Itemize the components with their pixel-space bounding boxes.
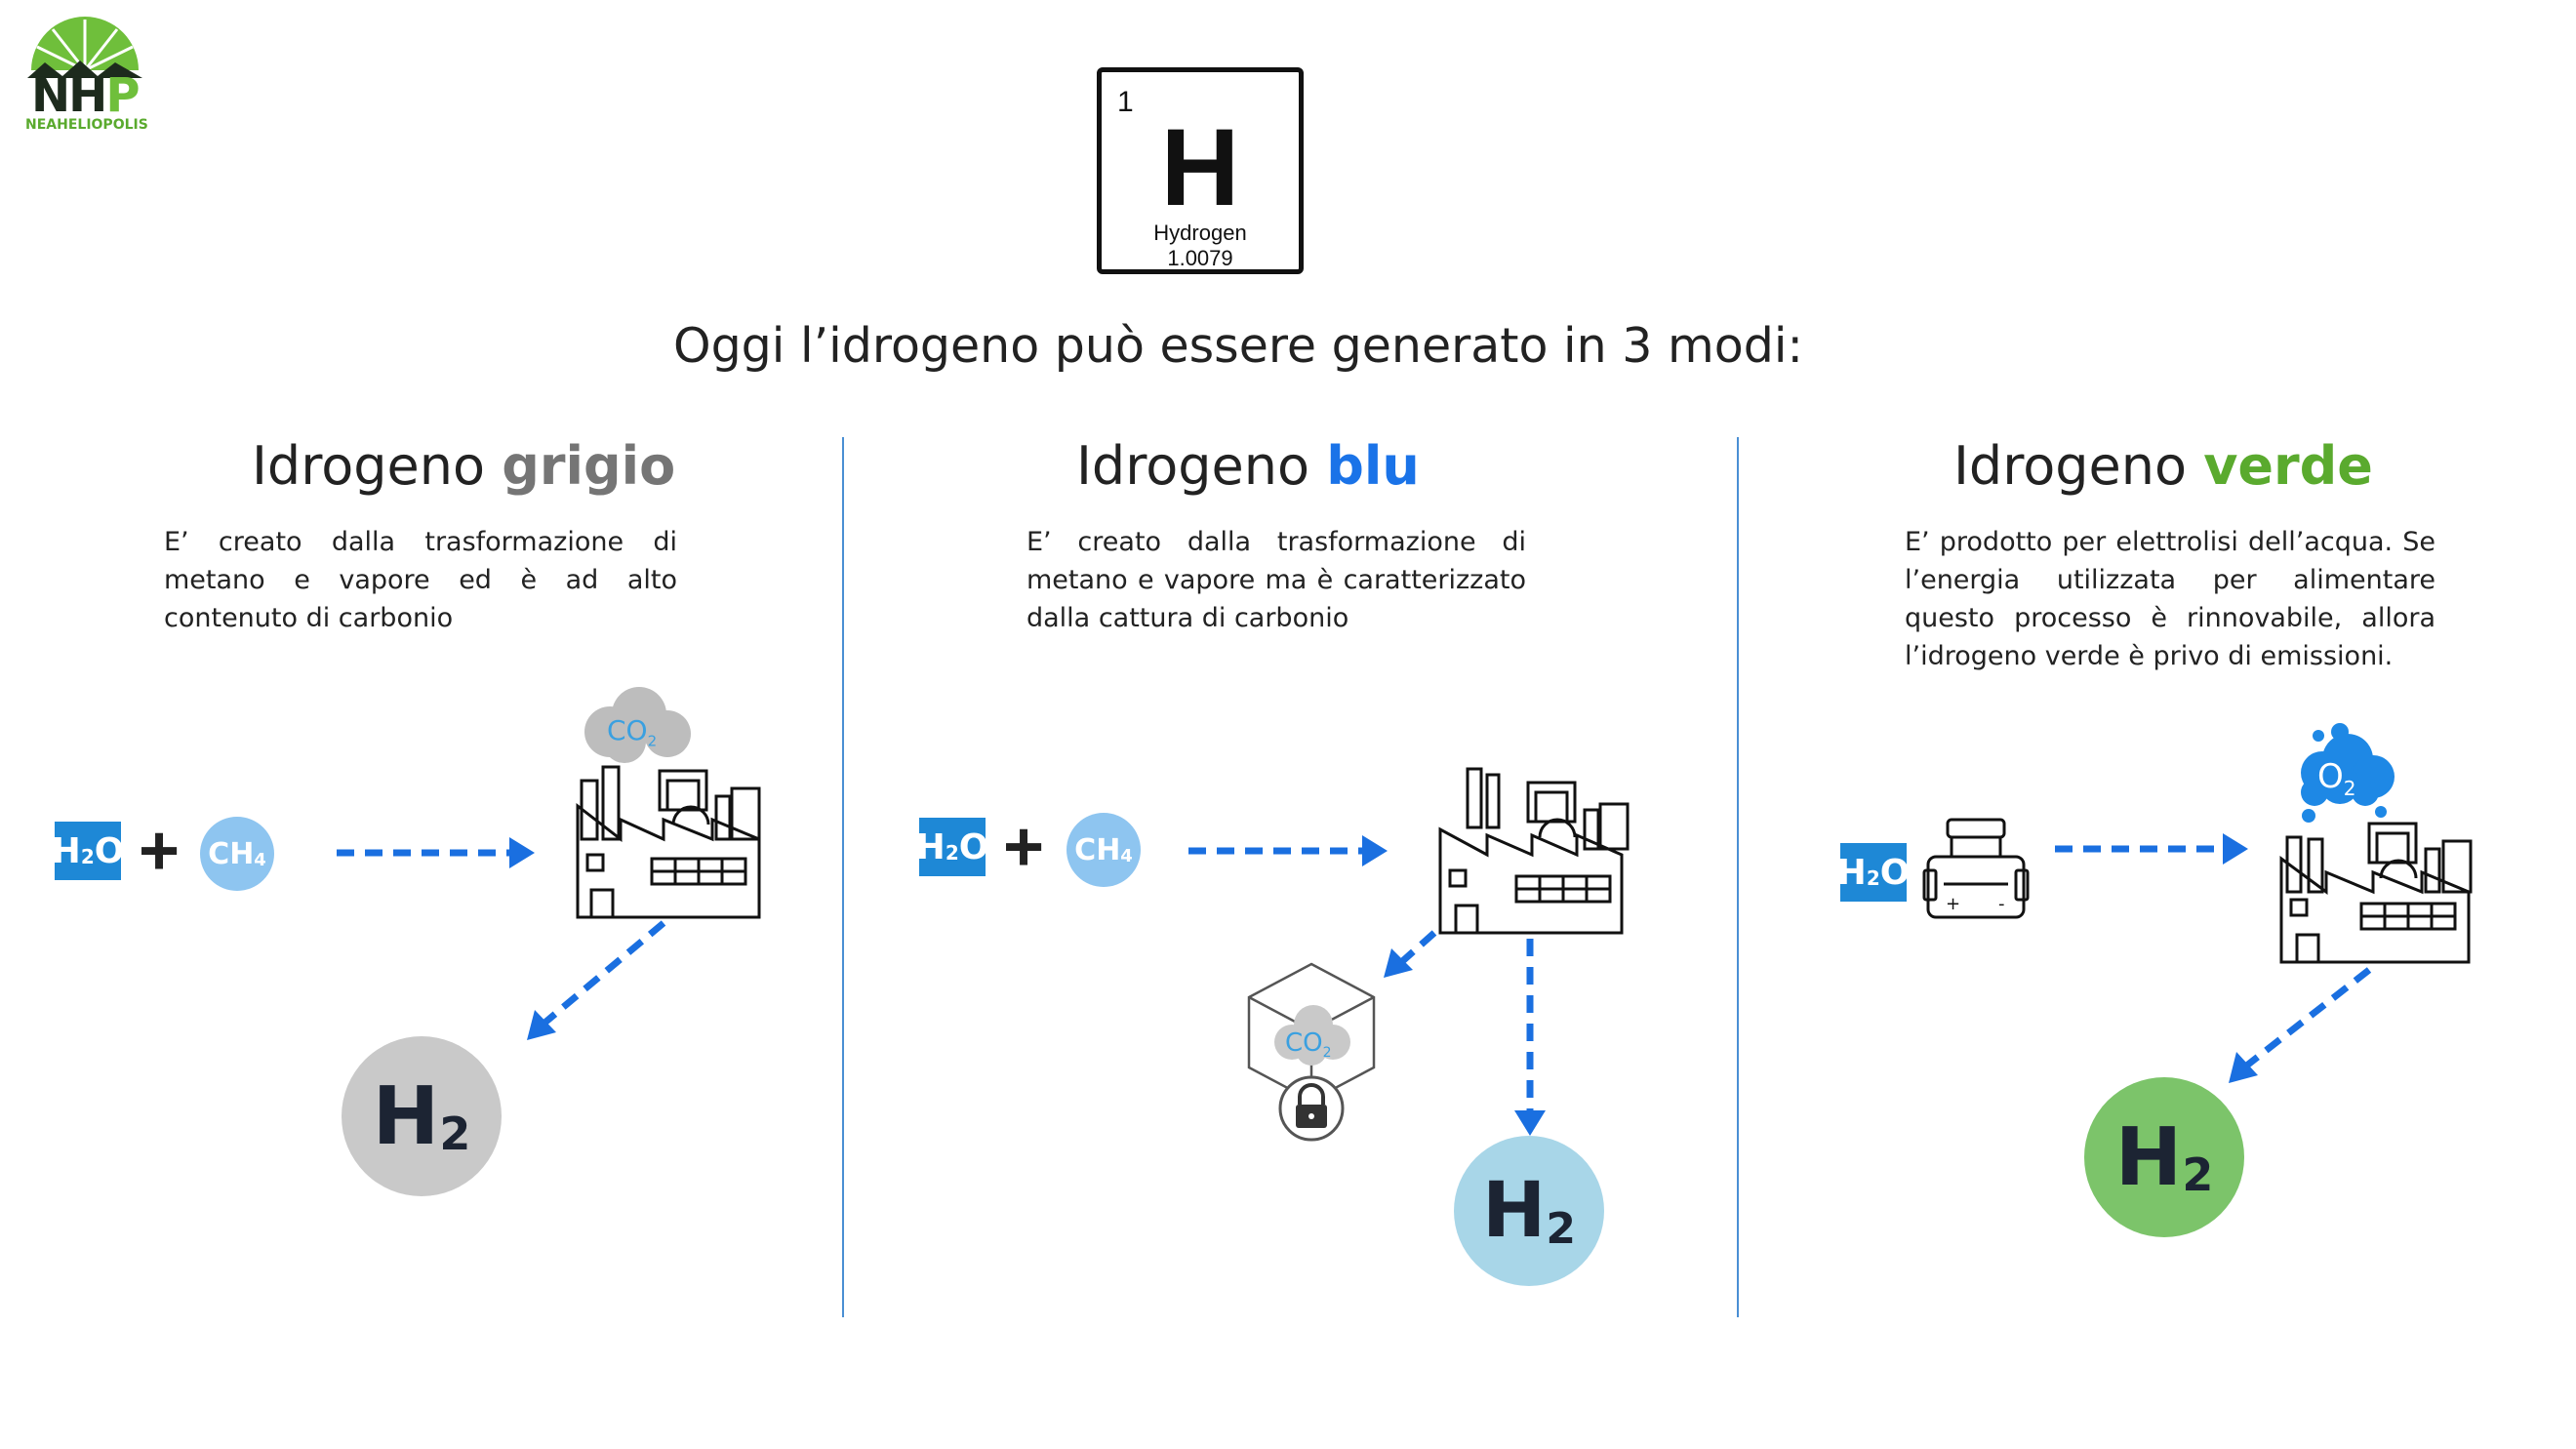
logo-sun-icon (27, 17, 142, 78)
logo: NHP NEAHELIOPOLIS (23, 16, 148, 133)
element-tile: 1 H Hydrogen 1.0079 (1097, 67, 1304, 274)
column-grey-description: E’ creato dalla trasformazione di metano… (164, 527, 677, 633)
grey-word: grigio (502, 435, 676, 497)
grey-factory-icon (576, 687, 761, 919)
blue-plus-icon: + (1003, 808, 1045, 886)
column-green-description: E’ prodotto per elettrolisi dell’acqua. … (1905, 527, 2435, 671)
headline: Oggi l’idrogeno può essere generato in 3… (673, 318, 1803, 374)
green-factory-icon (2279, 723, 2473, 964)
blue-storage-co2-label: CO2 (1285, 1028, 1332, 1062)
green-battery-icon: + - (1922, 818, 2030, 919)
grey-co2-label: CO2 (607, 714, 658, 750)
green-word: verde (2203, 435, 2373, 497)
divider-left (842, 437, 844, 1317)
battery-minus-label: - (1998, 894, 2005, 914)
column-blue-title: Idrogeno blu (1076, 435, 1420, 497)
element-symbol: H (1160, 106, 1240, 228)
element-name: Hydrogen (1153, 221, 1247, 245)
logo-text: NEAHELIOPOLIS (25, 117, 148, 133)
blue-factory-icon (1438, 767, 1630, 935)
battery-plus-label: + (1946, 894, 1960, 914)
divider-right (1737, 437, 1739, 1317)
column-grey-title: Idrogeno grigio (252, 435, 676, 497)
element-number: 1 (1117, 86, 1134, 118)
grey-plus-icon: + (139, 812, 181, 890)
column-green-title: Idrogeno verde (1953, 435, 2373, 497)
logo-mark: NHP (31, 68, 141, 123)
column-blue-description: E’ creato dalla trasformazione di metano… (1026, 527, 1526, 633)
blue-word: blu (1326, 435, 1420, 497)
green-o2-label: O2 (2317, 757, 2356, 800)
element-mass: 1.0079 (1167, 246, 1233, 270)
blue-storage-cube-icon (1247, 962, 1376, 1142)
